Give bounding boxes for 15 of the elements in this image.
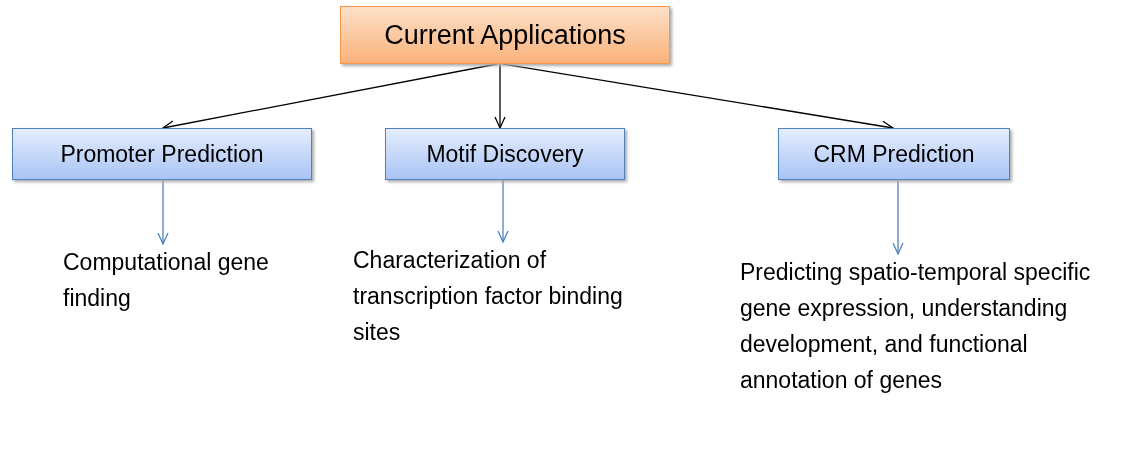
category-box [778, 128, 1010, 180]
box-label: CRM Prediction [813, 140, 975, 168]
category-box [385, 128, 625, 180]
box-label: Motif Discovery [426, 140, 584, 168]
title-box [340, 6, 670, 64]
category-box [12, 128, 312, 180]
description-text: Characterization of transcription factor binding sites [353, 246, 624, 347]
description-text: Predicting spatio-temporal specific gene expression, understanding development, and functional annotation of genes [740, 258, 1092, 395]
box-label: Current Applications [384, 19, 626, 51]
arrow [892, 179, 904, 255]
arrow [157, 179, 169, 245]
description-text: Computational gene finding [63, 248, 270, 313]
arrow [497, 179, 509, 243]
arrow [494, 63, 506, 129]
box-label: Promoter Prediction [60, 140, 264, 168]
